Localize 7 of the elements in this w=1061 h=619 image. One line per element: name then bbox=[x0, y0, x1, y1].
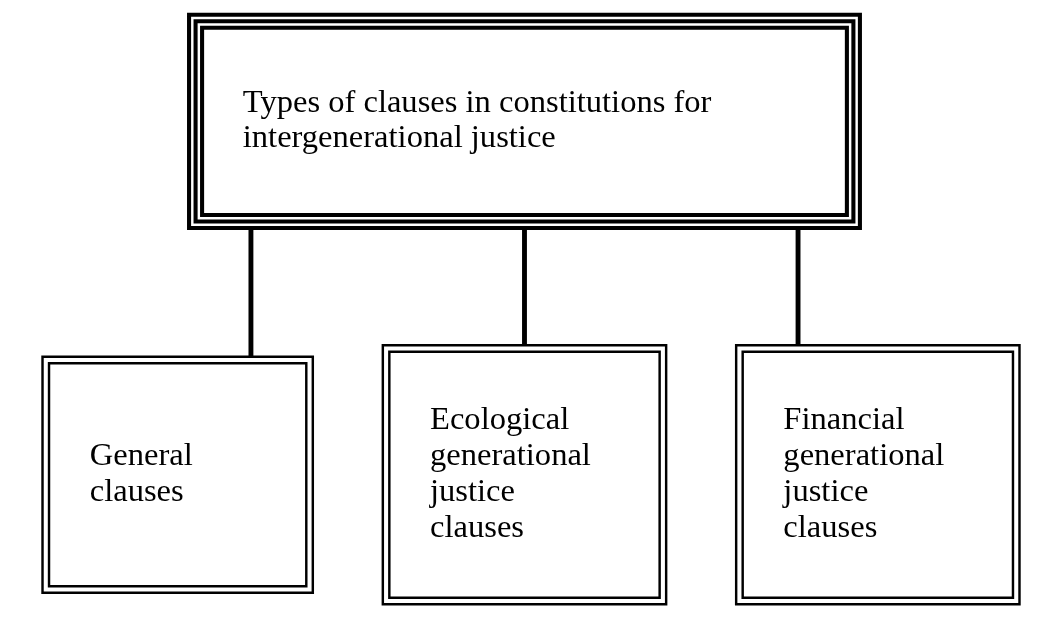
connector bbox=[248, 228, 253, 357]
connector bbox=[795, 228, 800, 346]
node-box: Ecological generational justice clauses bbox=[381, 344, 667, 606]
node-box: Types of clauses in constitutions for intergenerational justice bbox=[186, 12, 862, 231]
node-box: Financial generational justice clauses bbox=[734, 344, 1021, 606]
connector bbox=[521, 228, 527, 346]
node-box: General clauses bbox=[40, 355, 314, 595]
